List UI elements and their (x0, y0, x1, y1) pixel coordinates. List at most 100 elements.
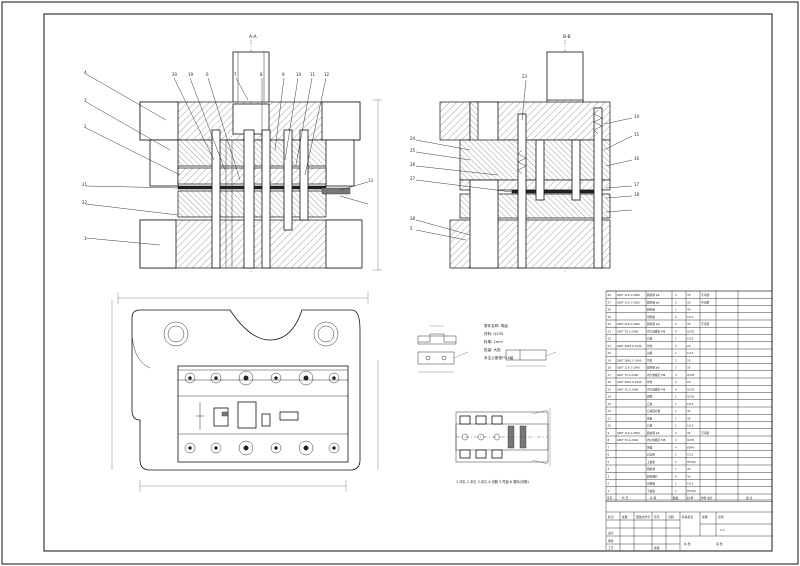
bom-cell-qty: 1 (675, 395, 677, 399)
right-part-number: 14 (634, 114, 640, 119)
bom-cell-name: 弹簧 (647, 445, 653, 449)
bom-cell-std: GB/T 70.1-2000 (617, 387, 638, 391)
bom-cell-qty: 2 (675, 380, 677, 384)
bom-cell-name: 内六角螺钉 M6 (647, 373, 666, 377)
title-block-label: 工艺 (608, 546, 614, 550)
left-part-number: 12 (324, 72, 330, 77)
bom-cell-material: Cr12 (687, 337, 694, 341)
bom-cell-name: 挡料销 (647, 467, 655, 471)
right-part-number: 17 (634, 182, 640, 187)
bom-header-std: 代 号 (622, 496, 629, 500)
bom-cell-name: 内六角螺钉 M8 (647, 329, 666, 333)
bom-cell-name: 凹模 (647, 351, 653, 355)
bom-cell-qty: 1 (675, 409, 677, 413)
bom-cell-qty: 2 (675, 315, 677, 319)
bom-cell-material: 35 (687, 322, 691, 326)
right-part-number: 15 (634, 132, 640, 137)
left-part-number: 11 (310, 72, 316, 77)
bom-cell-qty: 1 (675, 453, 677, 457)
right-part-number: 25 (410, 148, 416, 153)
bom-cell-name: 导柱 (647, 380, 653, 384)
left-part-number: 22 (82, 200, 88, 205)
bom-cell-std: GB/T 2861.6-1990 (617, 380, 642, 384)
right-part-number: 28 (410, 216, 416, 221)
bom-cell-material: Cr12 (687, 482, 694, 486)
bom-cell-no: 24 (608, 322, 612, 326)
bom-cell-material: HT200 (687, 460, 696, 464)
bom-cell-no: 8 (608, 438, 610, 442)
bom-cell-no: 25 (608, 315, 612, 319)
left-part-number: 13 (368, 178, 374, 183)
bom-cell-name: 圆柱销 φ6 (647, 366, 660, 370)
bom-cell-name: 凹模板 (647, 482, 655, 486)
right-part-number: 26 (410, 162, 416, 167)
bom-header-note: 备 注 (746, 496, 753, 500)
left-section-view: A-A (82, 34, 382, 272)
bom-cell-std: GB/T 2861.6-1990 (617, 344, 642, 348)
bom-cell-no: 21 (608, 344, 612, 348)
bom-cell-qty: 2 (675, 322, 677, 326)
left-part-number: 8 (260, 72, 263, 77)
bom-cell-name: 凸模 (647, 337, 653, 341)
bom-cell-name: 内六角螺钉 M8 (647, 438, 666, 442)
bom-cell-std: GB/T 2861.1-1990 (617, 358, 642, 362)
title-block-label: 第 张 (716, 542, 723, 546)
title-block-scale: 1:1 (720, 528, 725, 532)
bom-cell-material: Cr12 (687, 315, 694, 319)
right-part-number: 5 (410, 226, 413, 231)
bom-cell-no: 18 (608, 366, 612, 370)
bom-cell-material: 65Mn (687, 445, 695, 449)
title-block-label: 阶段标记 (682, 515, 693, 519)
bom-cell-name: 导套 (647, 358, 653, 362)
bom-cell-material: Q235 (687, 387, 695, 391)
bom-cell-qty: 1 (675, 460, 677, 464)
bom-cell-material: 45 (687, 474, 691, 478)
bom-cell-qty: 1 (675, 489, 677, 493)
bom-cell-name: 导料板 (647, 315, 655, 319)
bom-cell-material: 35 (687, 293, 691, 297)
bom-cell-name: 下模座 (647, 489, 655, 493)
bom-cell-name: 凸模固定板 (647, 409, 661, 413)
bom-cell-name: 圆柱销 φ6 (647, 293, 660, 297)
bom-cell-material: Q235 (687, 329, 695, 333)
bom-cell-no: 6 (608, 453, 610, 457)
bom-cell-name: 圆柱销 φ6 (647, 431, 660, 435)
bom-cell-note: 不淬硬 (701, 293, 709, 297)
section-a-label: A-A (249, 34, 258, 40)
left-part-number: 1 (84, 236, 87, 241)
title-block-label: 比例 (718, 515, 724, 519)
bom-cell-no: 27 (608, 300, 612, 304)
part-name: 零件名称: 弯曲 (484, 323, 508, 328)
part-batch: 批量: 大批 (484, 347, 501, 352)
left-part-number: 10 (296, 72, 302, 77)
title-block-label: 处数 (622, 515, 628, 519)
bom-cell-std: GB/T 119.1-2000 (617, 300, 640, 304)
bom-cell-qty: 1 (675, 337, 677, 341)
bom-cell-qty: 4 (675, 438, 677, 442)
title-block-label: 签字 (654, 515, 660, 519)
bom-cell-material: 20 (687, 380, 691, 384)
drawing-frame (43, 13, 773, 552)
bom-cell-qty: 2 (675, 344, 677, 348)
strip-layout: 1.冲孔 2.冲孔 3.冲孔 4.切断 5.弯曲 6.落料(切断) (455, 408, 551, 484)
bom-cell-name: 上模座 (647, 460, 655, 464)
part-thickness: 料厚: 1mm (484, 339, 503, 344)
left-part-number: 7 (234, 72, 237, 77)
bom-cell-no: 23 (608, 329, 612, 333)
title-block-label: 标记 (608, 515, 614, 519)
bom-header-material: 材 料 (687, 496, 694, 500)
bom-cell-material: Q235 (687, 438, 695, 442)
bom-cell-qty: 4 (675, 474, 677, 478)
bom-cell-material: HT200 (687, 489, 696, 493)
bom-header-weight: 单件 总计 (701, 496, 713, 500)
bom-cell-qty: 4 (675, 329, 677, 333)
bom-cell-no: 12 (608, 409, 612, 413)
bom-cell-material: Q235 (687, 395, 695, 399)
bom-cell-no: 4 (608, 467, 610, 471)
bom-cell-material: Cr12 (687, 424, 694, 428)
part-material: 材料: Q235 (484, 331, 503, 336)
left-part-number: 20 (172, 72, 178, 77)
bom-cell-qty: 4 (675, 445, 677, 449)
left-part-number: 2 (84, 124, 87, 129)
